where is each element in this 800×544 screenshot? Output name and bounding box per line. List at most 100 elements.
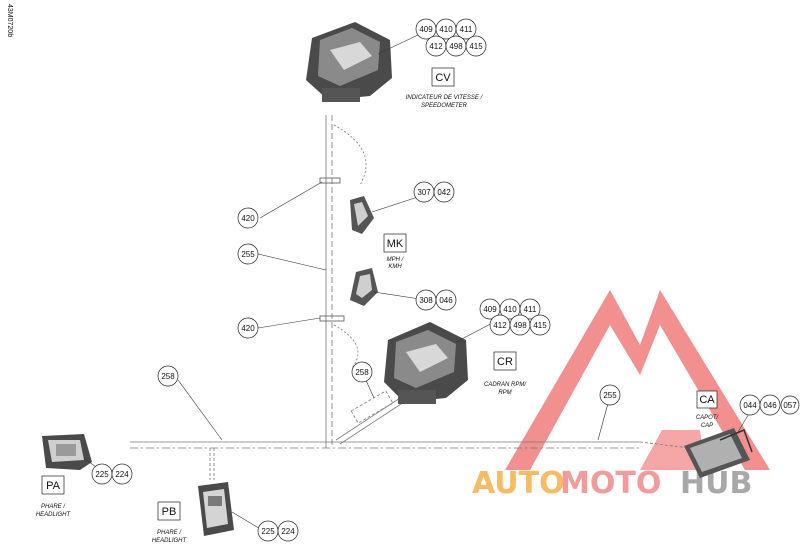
balloon-255-main: 255 (599, 384, 621, 406)
balloon-411: 411 (519, 298, 541, 320)
svg-text:225: 225 (95, 470, 109, 479)
svg-text:CR: CR (497, 356, 513, 368)
connector-mk-upper (350, 196, 374, 234)
svg-text:225: 225 (261, 527, 275, 536)
svg-text:057: 057 (783, 401, 797, 410)
balloon-224: 224 (277, 520, 299, 542)
svg-text:415: 415 (533, 321, 547, 330)
balloon-group-ca: 044 046 057 (739, 394, 800, 416)
svg-text:409: 409 (419, 25, 433, 34)
svg-text:420: 420 (241, 324, 255, 333)
svg-text:CAPOT/: CAPOT/ (696, 415, 720, 421)
label-pb: PB PHARE / HEADLIGHT (152, 501, 188, 544)
label-cr: CR CADRAN RPM/ RPM (484, 351, 527, 396)
svg-text:AUTO: AUTO (472, 466, 565, 501)
svg-text:415: 415 (469, 42, 483, 51)
svg-text:CADRAN RPM/: CADRAN RPM/ (484, 382, 527, 388)
svg-text:420: 420 (241, 214, 255, 223)
balloon-044: 044 (739, 394, 761, 416)
svg-text:307: 307 (417, 188, 431, 197)
balloon-225: 225 (91, 463, 113, 485)
balloon-046: 046 (435, 289, 457, 311)
svg-text:412: 412 (493, 321, 507, 330)
balloon-group-mk-lower: 308 046 (415, 289, 457, 311)
balloon-258-branch: 258 (351, 361, 373, 383)
svg-text:308: 308 (419, 296, 433, 305)
svg-text:409: 409 (483, 305, 497, 314)
svg-text:042: 042 (437, 188, 451, 197)
svg-text:CAP: CAP (701, 423, 713, 429)
balloon-group-pa: 225 224 (91, 463, 133, 485)
connector-mk-lower (350, 268, 378, 306)
balloon-057: 057 (780, 395, 800, 415)
svg-text:224: 224 (115, 470, 129, 479)
connector-pb-body (198, 482, 234, 536)
svg-text:MPH /: MPH / (387, 257, 405, 263)
label-mk: MK MPH / KMH (383, 233, 407, 270)
balloon-258-main: 258 (157, 365, 179, 387)
svg-text:255: 255 (241, 250, 255, 259)
svg-text:410: 410 (439, 25, 453, 34)
svg-text:255: 255 (603, 391, 617, 400)
balloon-410: 410 (435, 18, 457, 40)
svg-text:PHARE /: PHARE / (41, 504, 66, 510)
balloon-224: 224 (111, 463, 133, 485)
svg-text:411: 411 (524, 305, 537, 314)
watermark-text: AUTO MOTO HUB (472, 466, 752, 501)
clip-420-upper (319, 177, 341, 184)
balloon-046: 046 (759, 394, 781, 416)
balloon-415: 415 (465, 35, 487, 57)
connector-cv-body (306, 22, 392, 102)
balloon-412: 412 (489, 314, 511, 336)
label-pa: PA PHARE / HEADLIGHT (36, 475, 72, 518)
svg-text:044: 044 (743, 401, 757, 410)
balloon-409: 409 (415, 18, 437, 40)
balloon-420-lower: 420 (237, 317, 259, 339)
svg-text:HEADLIGHT: HEADLIGHT (36, 512, 72, 518)
svg-text:HEADLIGHT: HEADLIGHT (152, 538, 188, 544)
balloon-group-pb: 225 224 (257, 520, 299, 542)
svg-text:498: 498 (513, 321, 527, 330)
balloon-042: 042 (433, 181, 455, 203)
svg-text:046: 046 (439, 296, 453, 305)
label-cv: CV INDICATEUR DE VITESSE / SPEEDOMETER (406, 67, 484, 109)
svg-text:KMH: KMH (388, 264, 402, 270)
svg-text:498: 498 (449, 42, 463, 51)
svg-text:INDICATEUR DE VITESSE /: INDICATEUR DE VITESSE / (406, 95, 484, 101)
svg-text:MOTO: MOTO (560, 466, 661, 501)
svg-text:411: 411 (460, 25, 473, 34)
balloon-498: 498 (445, 35, 467, 57)
balloon-group-mk: 307 042 (413, 181, 455, 203)
balloon-group-cv: 409 410 411 412 498 415 (415, 18, 487, 57)
svg-text:MK: MK (387, 238, 404, 250)
connector-cr-body (384, 322, 468, 404)
svg-text:410: 410 (503, 305, 517, 314)
balloon-498: 498 (509, 314, 531, 336)
svg-text:258: 258 (161, 372, 175, 381)
drawing-reference: 43M0720b (6, 4, 13, 37)
label-ca: CA CAPOT/ CAP (696, 390, 720, 429)
svg-text:CA: CA (699, 394, 715, 406)
balloon-415: 415 (529, 314, 551, 336)
balloon-420-upper: 420 (237, 207, 259, 229)
balloon-411: 411 (455, 18, 477, 40)
svg-text:SPEEDOMETER: SPEEDOMETER (421, 103, 468, 109)
svg-text:PHARE /: PHARE / (157, 530, 182, 536)
svg-text:258: 258 (355, 368, 369, 377)
svg-text:046: 046 (763, 401, 777, 410)
svg-text:PA: PA (46, 480, 61, 492)
connector-pa-body (42, 434, 92, 470)
clip-420-lower (319, 315, 345, 322)
svg-text:224: 224 (281, 527, 295, 536)
balloon-group-cr: 409 410 411 412 498 415 (479, 298, 551, 336)
balloon-225: 225 (257, 520, 279, 542)
balloon-308: 308 (415, 289, 437, 311)
balloon-255-trunk: 255 (237, 243, 259, 265)
balloon-412: 412 (425, 35, 447, 57)
sleeve-258 (350, 390, 394, 424)
svg-text:CV: CV (435, 72, 451, 84)
svg-text:412: 412 (429, 42, 443, 51)
balloon-307: 307 (413, 181, 435, 203)
svg-text:RPM: RPM (498, 390, 511, 396)
